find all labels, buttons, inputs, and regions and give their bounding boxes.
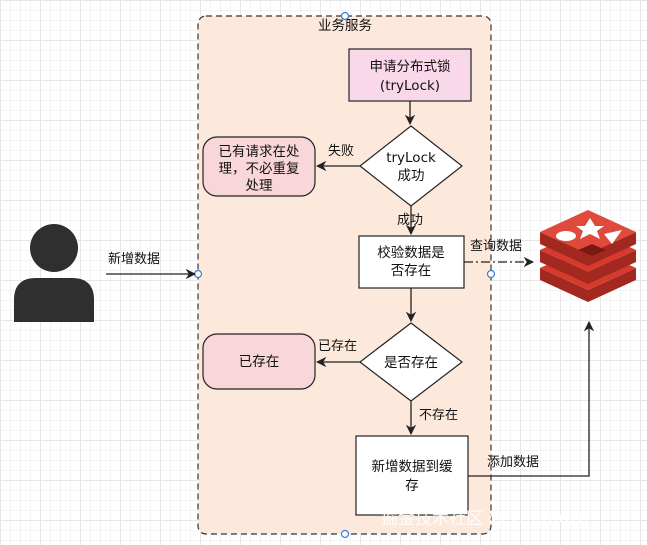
already-processing-node[interactable]: [202, 136, 316, 197]
edge-exists-label: 已存在: [318, 339, 357, 354]
validate-line1: 校验数据是: [377, 244, 445, 261]
trylock-decision-line2: 成功: [398, 168, 425, 184]
edge-user-to-service-label: 新增数据: [108, 251, 160, 267]
add-cache-line2: 存: [405, 478, 419, 494]
trylock-request-line2: (tryLock): [380, 78, 440, 94]
redis-icon: [540, 210, 636, 302]
validate-node[interactable]: [358, 235, 465, 289]
service-title: 业务服务: [318, 18, 372, 34]
validate-line2: 否存在: [391, 263, 432, 279]
trylock-request-line1: 申请分布式锁: [370, 59, 451, 75]
add-cache-node[interactable]: [355, 435, 469, 516]
add-cache-line1: 新增数据到缓: [372, 459, 453, 475]
edge-add-data-label: 添加数据: [487, 455, 539, 470]
watermark: 掘金技术社区 @ kantouzu: [381, 509, 589, 529]
exists-node[interactable]: [202, 333, 316, 390]
edge-not-exists-label: 不存在: [419, 408, 458, 423]
edge-query-label: 查询数据: [470, 239, 522, 254]
user-icon: [14, 224, 94, 322]
already-processing-line2: 理，不必重复: [219, 160, 300, 177]
edge-success-label: 成功: [397, 213, 423, 228]
trylock-request-node[interactable]: [348, 48, 472, 102]
exists-decision-label: 是否存在: [384, 355, 438, 371]
exists-node-label: 已存在: [239, 354, 280, 370]
already-processing-line1: 已有请求在处: [219, 144, 300, 160]
anchor-left[interactable]: [193, 269, 203, 279]
already-processing-line3: 处理: [246, 178, 273, 194]
anchor-bottom[interactable]: [340, 529, 350, 539]
edge-fail-label: 失败: [328, 144, 354, 159]
anchor-right[interactable]: [486, 269, 496, 279]
trylock-decision-line1: tryLock: [386, 150, 436, 166]
anchor-top[interactable]: [340, 11, 350, 21]
edge-add-data: [468, 320, 595, 477]
